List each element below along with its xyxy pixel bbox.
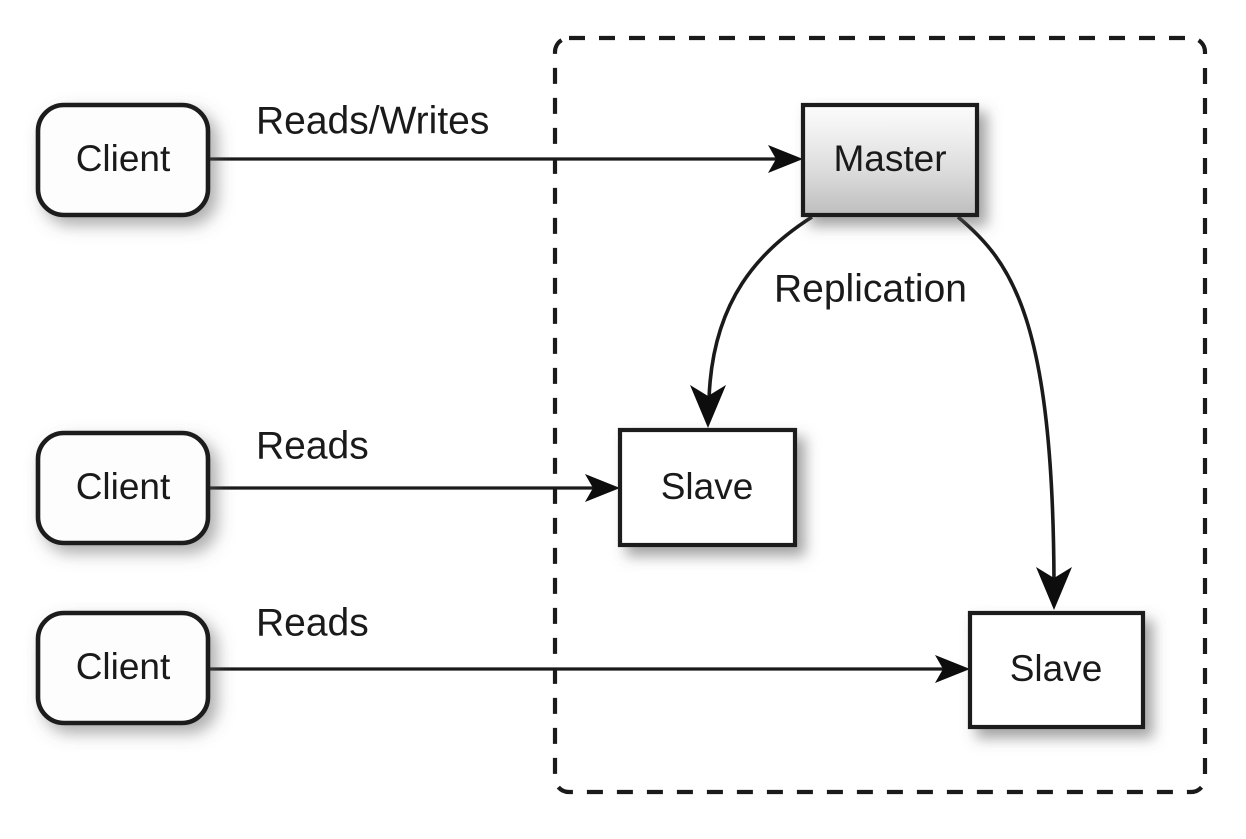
edge-label-reads-2: Reads [256, 601, 369, 644]
edge-label-replication: Replication [774, 267, 967, 310]
edge-master-to-slave1-replication [690, 215, 813, 428]
node-client-3-label: Client [76, 646, 171, 687]
node-master[interactable]: Master [800, 102, 980, 218]
edge-client1-to-master [208, 145, 803, 173]
node-client-1-label: Client [76, 138, 171, 179]
edge-label-reads-writes: Reads/Writes [256, 99, 489, 142]
server-boundary-rect [552, 35, 1208, 795]
edge-client2-to-slave1 [208, 474, 620, 502]
node-slave-1[interactable]: Slave [617, 427, 798, 548]
edge-master-to-slave2-replication [956, 215, 1072, 610]
node-master-label: Master [833, 138, 946, 179]
node-slave-1-label: Slave [661, 466, 754, 507]
edge-label-reads-1: Reads [256, 424, 369, 467]
node-slave-2-label: Slave [1010, 648, 1103, 689]
node-client-2[interactable]: Client [35, 430, 211, 546]
node-slave-2[interactable]: Slave [967, 610, 1146, 730]
node-client-3[interactable]: Client [35, 610, 211, 726]
edge-client3-to-slave2 [208, 655, 970, 683]
node-client-1[interactable]: Client [35, 102, 211, 218]
node-client-2-label: Client [76, 466, 171, 507]
